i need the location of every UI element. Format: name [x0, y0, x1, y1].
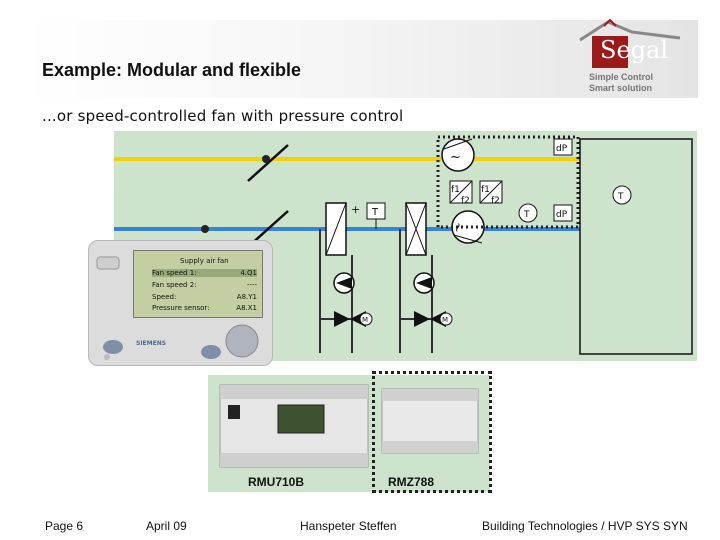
valve-cooling-motor-label: M [442, 316, 448, 324]
schematic-drawing: + T M M ~ ~ f1 [114, 135, 693, 355]
panel-controls [96, 256, 259, 360]
footer-author: Hanspeter Steffen [300, 519, 397, 533]
panel-brand: SIEMENS [136, 340, 167, 347]
damper-top [247, 144, 289, 182]
f2-label-a: f2 [461, 196, 470, 206]
f1-label-b: f1 [481, 185, 490, 195]
module-outline [436, 135, 580, 229]
valve-heating-motor-label: M [362, 316, 368, 324]
logo-tagline-2: Smart solution [589, 83, 653, 93]
rmz788-label: RMZ788 [388, 475, 435, 489]
panel-display: Supply air fan Fan speed 1:4.Q1 Fan spee… [133, 250, 263, 318]
t-room-label: T [617, 192, 624, 202]
panel-header: Supply air fan [180, 257, 229, 265]
f1-label-a: f1 [451, 185, 460, 195]
logo-tagline-1: Simple Control [589, 72, 654, 82]
devices-drawing [219, 384, 479, 468]
segal-logo: Segal Simple Control Smart solution [570, 18, 690, 96]
panel-row-pressure-sensor: Pressure sensor:A8.X1 [152, 304, 257, 312]
panel-rotary-knob[interactable] [225, 324, 259, 358]
devices-area: RMU710B RMZ788 [208, 371, 492, 493]
slide-title: Example: Modular and flexible [42, 60, 302, 80]
return-fan-tilde: ~ [449, 220, 467, 235]
coil-plus-label: + [351, 203, 360, 216]
footer-department: Building Technologies / HVP SYS SYN [482, 519, 688, 533]
logo-roof-icon [579, 18, 681, 42]
dp-top-label: dP [556, 144, 568, 154]
rmu710b-label: RMU710B [248, 475, 305, 489]
panel-left-button[interactable] [103, 340, 123, 354]
rmu710b-display [277, 404, 325, 434]
footer-page: Page 6 [45, 519, 84, 533]
supply-fan-tilde: ~ [450, 150, 461, 165]
logo-box [592, 36, 628, 68]
panel-row-fan-speed-1: Fan speed 1:4.Q1 [152, 269, 257, 277]
dp-right-label: dP [556, 210, 568, 220]
t-heater-label: T [371, 207, 379, 218]
valve-cooling-icon [414, 311, 446, 327]
panel-row-speed: Speed:A8.Y1 [152, 293, 257, 301]
slide-subtitle: ...or speed-controlled fan with pressure… [42, 107, 404, 125]
valve-heating-icon [334, 311, 366, 327]
title-bar [22, 20, 698, 98]
rmz788-outline [372, 371, 492, 493]
f2-label-b: f2 [491, 196, 500, 206]
room-box [579, 138, 693, 355]
logo-wordmark: Segal [600, 36, 668, 64]
panel-row-fan-speed-2: Fan speed 2:---- [152, 281, 257, 289]
footer-date: April 09 [146, 519, 187, 533]
t-duct-label: T [523, 210, 530, 220]
panel-right-button[interactable] [201, 345, 221, 359]
